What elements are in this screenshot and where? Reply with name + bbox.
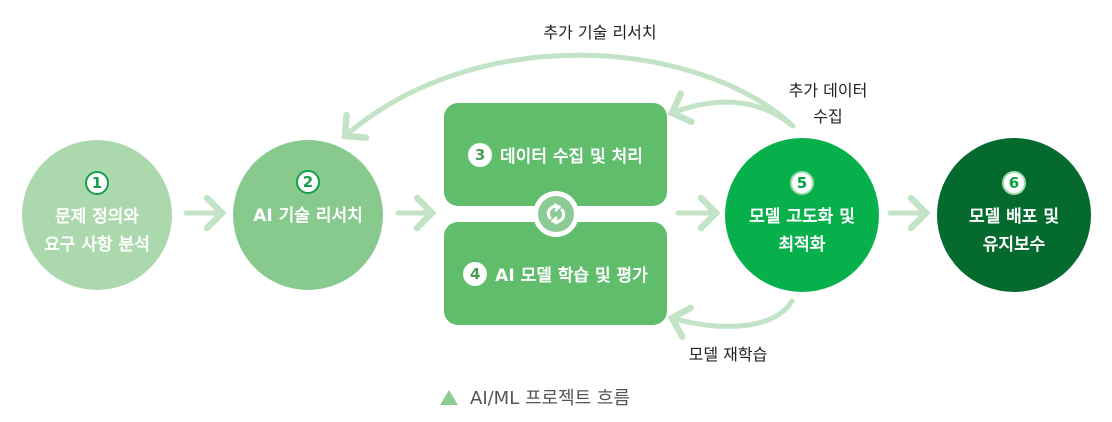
step-4-box: 4 AI 모델 학습 및 평가 bbox=[444, 222, 667, 325]
caption-text: AI/ML 프로젝트 흐름 bbox=[470, 388, 631, 409]
step-5-circle: 5 모델 고도화 및 최적화 bbox=[725, 138, 879, 292]
loop-retrain-arrow bbox=[667, 298, 795, 340]
step-1-number: 1 bbox=[85, 171, 109, 195]
triangle-icon bbox=[440, 389, 458, 405]
loop-label-data: 추가 데이터 수집 bbox=[788, 81, 868, 126]
step-2-number: 2 bbox=[296, 170, 320, 194]
step-2-label: AI 기술 리서치 bbox=[253, 206, 363, 226]
step-5-label: 모델 고도화 및 최적화 bbox=[749, 207, 855, 255]
step-6-circle: 6 모델 배포 및 유지보수 bbox=[937, 138, 1091, 292]
step-4-label: AI 모델 학습 및 평가 bbox=[495, 266, 648, 286]
loop-data-arrow bbox=[667, 90, 793, 127]
caption: AI/ML 프로젝트 흐름 bbox=[440, 384, 630, 410]
step-4-number: 4 bbox=[463, 261, 488, 286]
step-2-circle: 2 AI 기술 리서치 bbox=[233, 140, 383, 290]
step-3-number: 3 bbox=[468, 142, 493, 167]
step-5-number: 5 bbox=[790, 171, 814, 195]
step-1-circle: 1 문제 정의와 요구 사항 분석 bbox=[22, 140, 172, 290]
loop-label-retrain: 모델 재학습 bbox=[688, 345, 768, 364]
loop-label-research: 추가 기술 리서치 bbox=[543, 23, 657, 42]
step-1-label: 문제 정의와 요구 사항 분석 bbox=[44, 207, 150, 255]
step-6-number: 6 bbox=[1002, 171, 1026, 195]
step-6-label: 모델 배포 및 유지보수 bbox=[968, 207, 1060, 255]
step-3-label: 데이터 수집 및 처리 bbox=[500, 147, 643, 167]
loop-research-arrow bbox=[341, 52, 796, 141]
refresh-icon bbox=[538, 196, 574, 232]
step-3-box: 3 데이터 수집 및 처리 bbox=[444, 103, 667, 206]
cycle-badge bbox=[533, 191, 579, 237]
